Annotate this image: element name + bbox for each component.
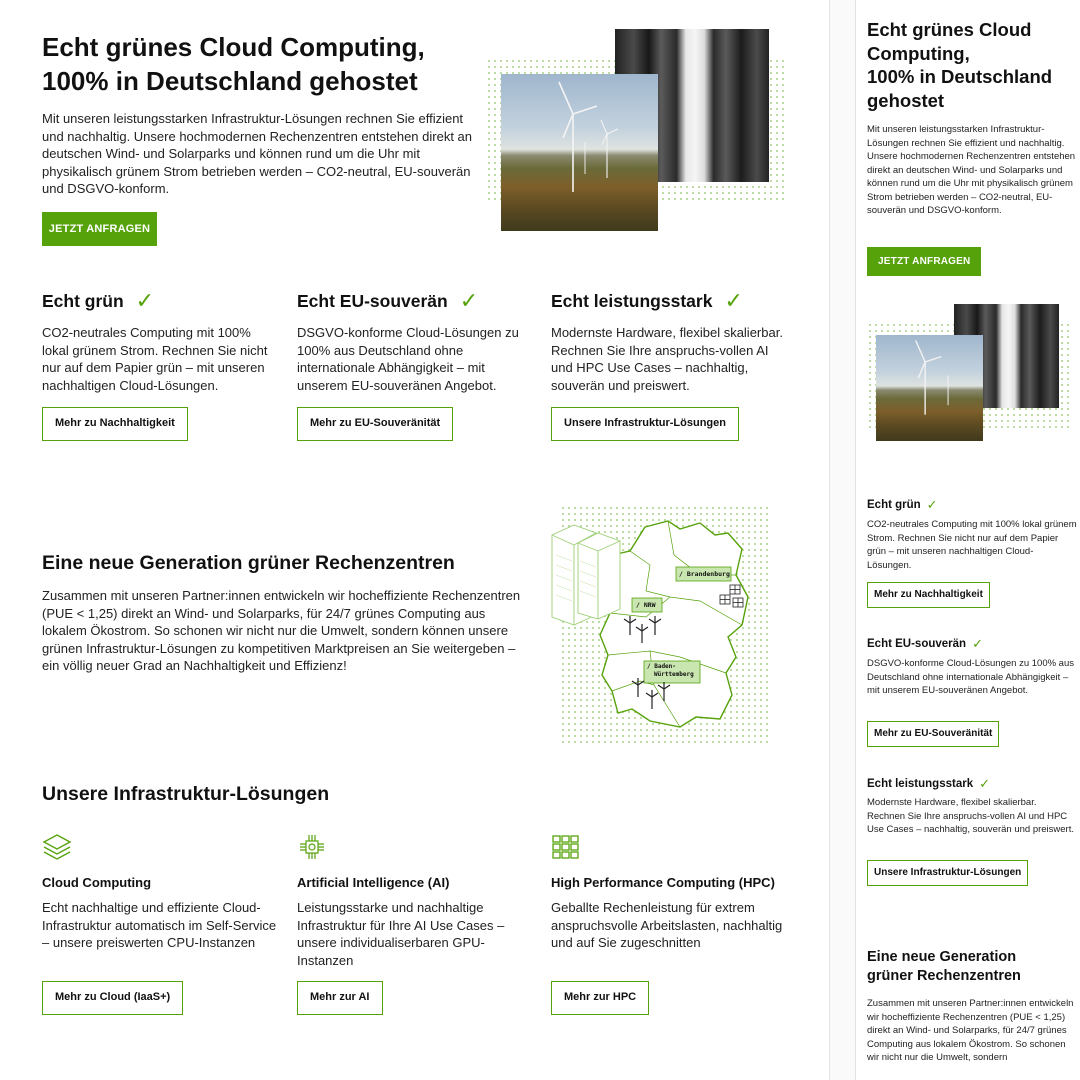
hero-title-line-2: 100% in Deutschland gehostet [42, 66, 418, 96]
feature-echt-leistungsstark: Echt leistungsstark ✓ Modernste Hardware,… [551, 288, 787, 441]
mobile-feature-title: Echt leistungsstark ✓ [867, 776, 990, 792]
mobile-title-line: Echt grünes Cloud [867, 19, 1032, 40]
feature-title-text: Echt EU-souverän [297, 290, 448, 311]
wind-turbine-image [501, 74, 658, 231]
mobile-feature-text: CO2-neutrales Computing mit 100% lokal g… [867, 519, 1077, 571]
feature-title: Echt leistungsstark ✓ [551, 288, 787, 314]
map-label-brandenburg: / Brandenburg [679, 570, 730, 578]
mobile-title-line: gehostet [867, 89, 945, 111]
mobile-layout: Echt grünes Cloud Computing, 100% in Deu… [856, 0, 1080, 1080]
more-sustainability-button[interactable]: Mehr zu Nachhaltigkeit [42, 407, 188, 441]
hero-cta-button[interactable]: JETZT ANFRAGEN [42, 212, 157, 246]
mobile-feature-title: Echt EU-souverän ✓ [867, 636, 983, 652]
infra-item-title: Cloud Computing [42, 875, 152, 890]
mobile-generation-title-line: grüner Rechenzentren [867, 967, 1021, 984]
infra-ai: Artificial Intelligence (AI) Leistungsst… [297, 832, 533, 1015]
chip-icon [300, 835, 324, 859]
feature-title: Echt grün ✓ [42, 288, 278, 314]
mobile-cta-button[interactable]: JETZT ANFRAGEN [867, 247, 982, 276]
mobile-wind-turbine-image [876, 335, 983, 441]
map-label-baden: / Baden- [647, 663, 676, 670]
more-cloud-button[interactable]: Mehr zu Cloud (IaaS+) [42, 981, 184, 1015]
infra-item-text: Leistungsstarke und nachhaltige Infrastr… [297, 900, 505, 968]
mobile-title-line: Computing, [867, 42, 970, 64]
mobile-generation-title-line: Eine neue Generation [867, 949, 1017, 965]
more-eu-sovereignty-button[interactable]: Mehr zu EU-Souveränität [297, 407, 454, 441]
viewport-divider [829, 0, 856, 1080]
feature-title-text: Echt leistungsstark [551, 290, 713, 311]
check-icon: ✓ [972, 636, 983, 651]
mobile-feature-title: Echt grün ✓ [867, 497, 938, 513]
check-icon: ✓ [724, 288, 743, 313]
hero-title-line-1: Echt grünes Cloud Computing, [42, 32, 425, 62]
feature-title: Echt EU-souverän ✓ [297, 288, 533, 314]
layers-icon [42, 834, 72, 860]
hero-text: Mit unseren leistungsstarken Infrastrukt… [42, 111, 473, 196]
mobile-feature-text: Modernste Hardware, flexibel skalierbar.… [867, 797, 1075, 835]
feature-echt-gruen: Echt grün ✓ CO2-neutrales Computing mit 1… [42, 288, 278, 441]
desktop-layout: Echt grünes Cloud Computing, 100% in Deu… [42, 29, 787, 1015]
infrastructure-solutions-button[interactable]: Unsere Infrastruktur-Lösungen [551, 407, 739, 441]
feature-text: DSGVO-konforme Cloud-Lösungen zu 100% au… [297, 325, 519, 393]
feature-title-text: Echt grün [42, 290, 124, 311]
mobile-feature-title-text: Echt EU-souverän [867, 638, 967, 650]
more-ai-button[interactable]: Mehr zur AI [297, 981, 383, 1015]
generation-text: Zusammen mit unseren Partner:innen entwi… [42, 588, 521, 673]
hero-title: Echt grünes Cloud Computing, 100% in Deu… [42, 30, 482, 98]
mobile-feature-title-text: Echt leistungsstark [867, 778, 974, 790]
mobile-hero-title: Echt grünes Cloud Computing, 100% in Deu… [867, 18, 1077, 112]
infra-hpc: High Performance Computing (HPC) Geballt… [551, 832, 787, 1015]
mobile-generation-text: Zusammen mit unseren Partner:innen entwi… [867, 998, 1074, 1063]
feature-text: Modernste Hardware, flexibel skalierbar.… [551, 325, 783, 393]
more-hpc-button[interactable]: Mehr zur HPC [551, 981, 650, 1015]
mobile-feature-text: DSGVO-konforme Cloud-Lösungen zu 100% au… [867, 658, 1075, 696]
infra-item-text: Echt nachhaltige und effiziente Cloud-In… [42, 900, 277, 950]
map-label-nrw: / NRW [636, 601, 656, 609]
infra-title: Unsere Infrastruktur-Lösungen [42, 783, 330, 805]
check-icon: ✓ [135, 288, 155, 313]
check-icon: ✓ [459, 288, 479, 313]
infra-item-title: High Performance Computing (HPC) [551, 875, 775, 890]
germany-map-illustration: / Brandenburg / NRW / Baden- Württemberg [550, 505, 768, 750]
check-icon: ✓ [979, 776, 990, 791]
mobile-hero-text: Mit unseren leistungsstarken Infrastrukt… [867, 124, 1076, 216]
mobile-more-sustainability-button[interactable]: Mehr zu Nachhaltigkeit [867, 582, 990, 608]
map-label-wuerttemberg: Württemberg [654, 671, 694, 678]
infra-cloud-computing: Cloud Computing Echt nachhaltige und eff… [42, 832, 278, 1015]
feature-echt-eu-souveraen: Echt EU-souverän ✓ DSGVO-konforme Cloud-L… [297, 288, 533, 441]
generation-title: Eine neue Generation grüner Rechenzentre… [42, 552, 455, 574]
check-icon: ✓ [926, 497, 938, 512]
mobile-generation-title: Eine neue Generation grüner Rechenzentre… [867, 948, 1067, 985]
infra-item-title: Artificial Intelligence (AI) [297, 875, 450, 890]
feature-text: CO2-neutrales Computing mit 100% lokal g… [42, 325, 268, 393]
mobile-feature-title-text: Echt grün [867, 499, 921, 511]
mobile-more-eu-sovereignty-button[interactable]: Mehr zu EU-Souveränität [867, 721, 1000, 747]
mobile-infrastructure-solutions-button[interactable]: Unsere Infrastruktur-Lösungen [867, 860, 1029, 886]
grid-icon [552, 835, 579, 859]
infra-item-text: Geballte Rechenleistung für extrem anspr… [551, 900, 783, 950]
mobile-title-line: 100% in Deutschland [867, 66, 1053, 87]
